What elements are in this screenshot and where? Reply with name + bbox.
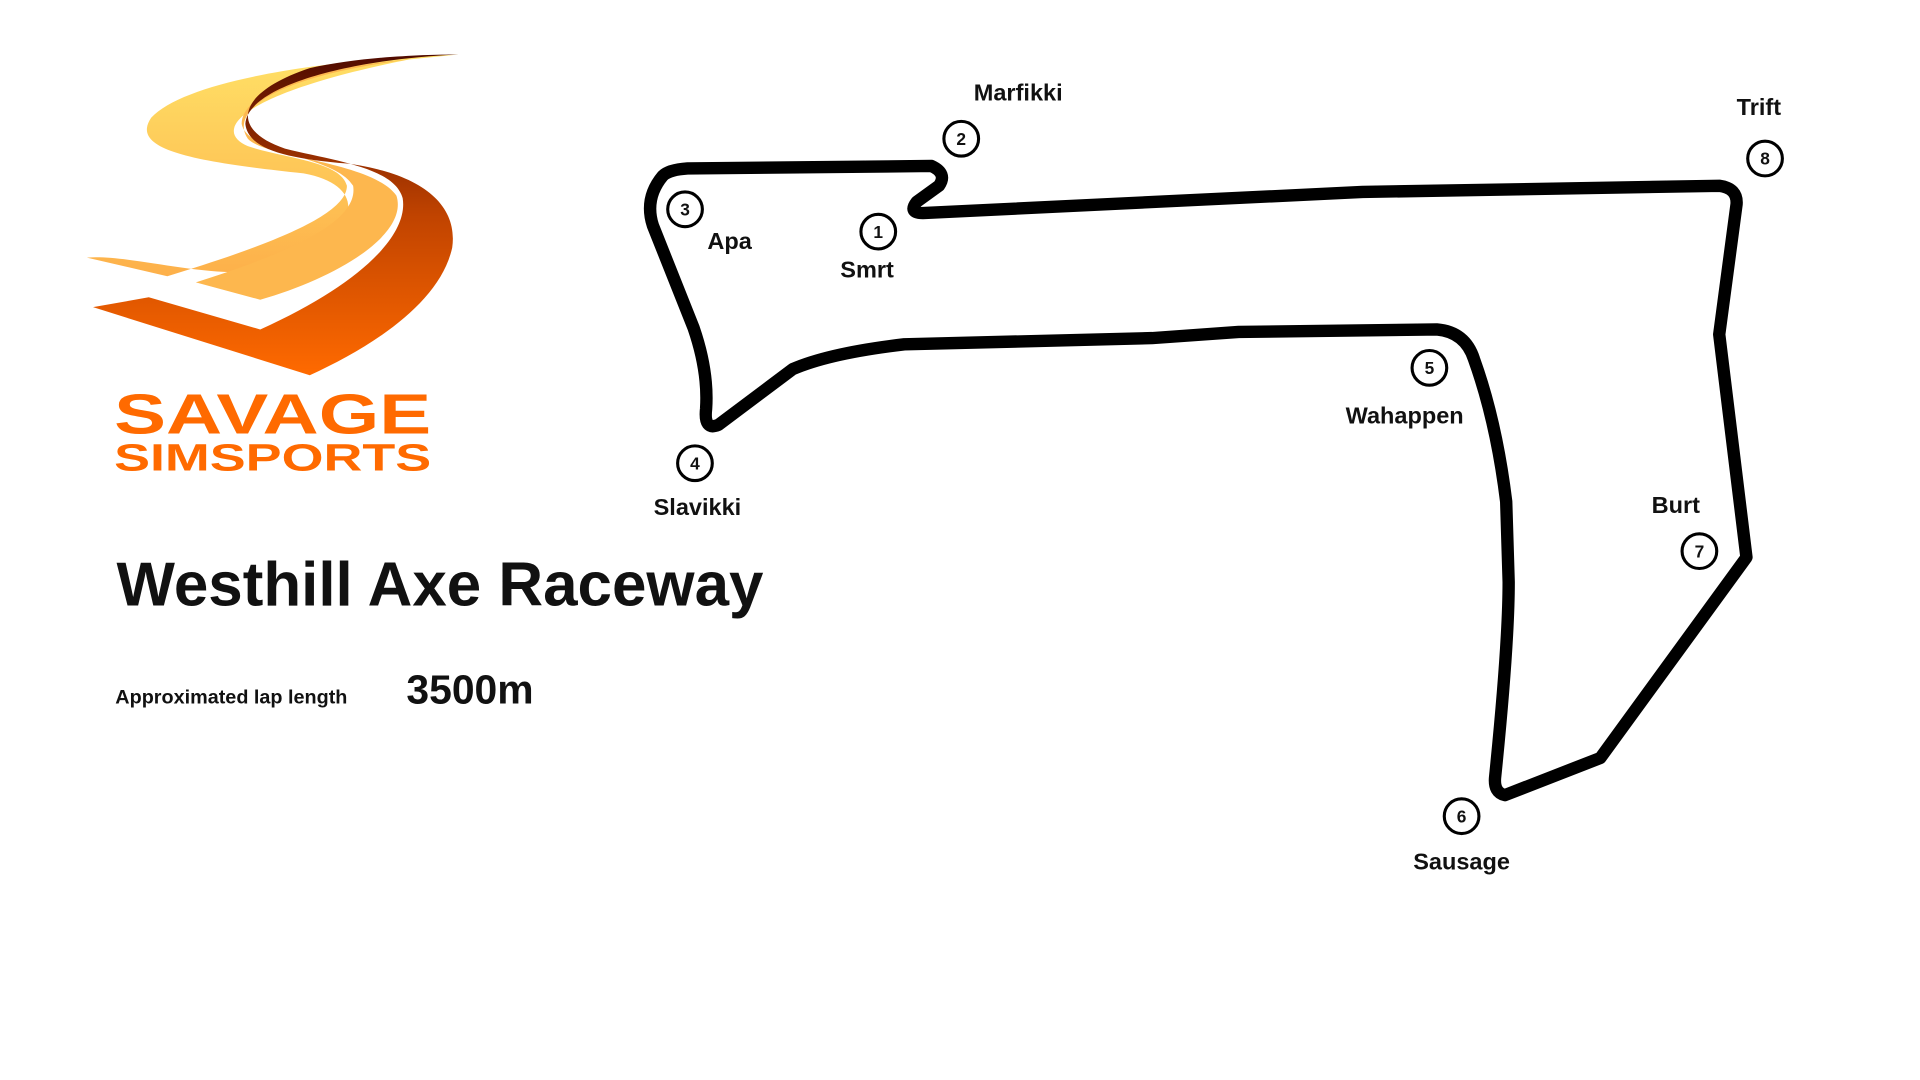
corner-name: Trift (1737, 94, 1782, 120)
corner-name: Sausage (1413, 848, 1510, 874)
corner-4: 4 Slavikki (654, 444, 742, 520)
corner-6: 6 Sausage (1413, 797, 1510, 874)
corner-number: 6 (1457, 806, 1467, 826)
logo-swoosh-orange (93, 54, 459, 376)
track-title: Westhill Axe Raceway (117, 551, 764, 620)
corner-number: 2 (956, 129, 966, 149)
corner-1: 1 Smrt (840, 212, 898, 282)
corner-number: 8 (1760, 149, 1770, 169)
corner-marker (1746, 139, 1784, 178)
corner-number: 1 (873, 222, 883, 242)
corner-marker (1410, 348, 1449, 387)
logo-swoosh-mid (195, 59, 409, 300)
lap-length-value: 3500m (406, 666, 533, 712)
corner-name: Smrt (840, 256, 894, 282)
corner-number: 5 (1425, 358, 1435, 378)
corner-8: 8 Trift (1737, 94, 1784, 178)
logo-swoosh-yellow (86, 54, 459, 277)
corner-marker (1442, 797, 1481, 836)
corner-name: Apa (707, 228, 752, 254)
corner-marker (942, 119, 981, 158)
corner-name: Burt (1652, 492, 1700, 518)
savage-simsports-logo: SAVAGE SIMSPORTS (86, 54, 459, 480)
logo-text-savage: SAVAGE (114, 382, 431, 446)
track-outline (643, 159, 1753, 802)
corner-number: 4 (690, 453, 700, 473)
corner-marker (666, 190, 704, 229)
corner-marker (1680, 532, 1719, 571)
corner-name: Wahappen (1346, 403, 1464, 429)
logo-text-simsports: SIMSPORTS (114, 437, 431, 480)
corner-5: 5 Wahappen (1346, 348, 1464, 429)
corner-3: 3 Apa (666, 190, 753, 254)
corner-name: Slavikki (654, 494, 742, 520)
lap-length-label: Approximated lap length (115, 686, 347, 708)
corner-7: 7 Burt (1652, 492, 1719, 571)
corner-2: 2 Marfikki (942, 79, 1063, 158)
corner-name: Marfikki (974, 79, 1063, 105)
corner-number: 7 (1695, 541, 1705, 561)
corner-marker (676, 444, 714, 483)
corner-number: 3 (680, 200, 690, 220)
corner-marker (859, 212, 898, 251)
